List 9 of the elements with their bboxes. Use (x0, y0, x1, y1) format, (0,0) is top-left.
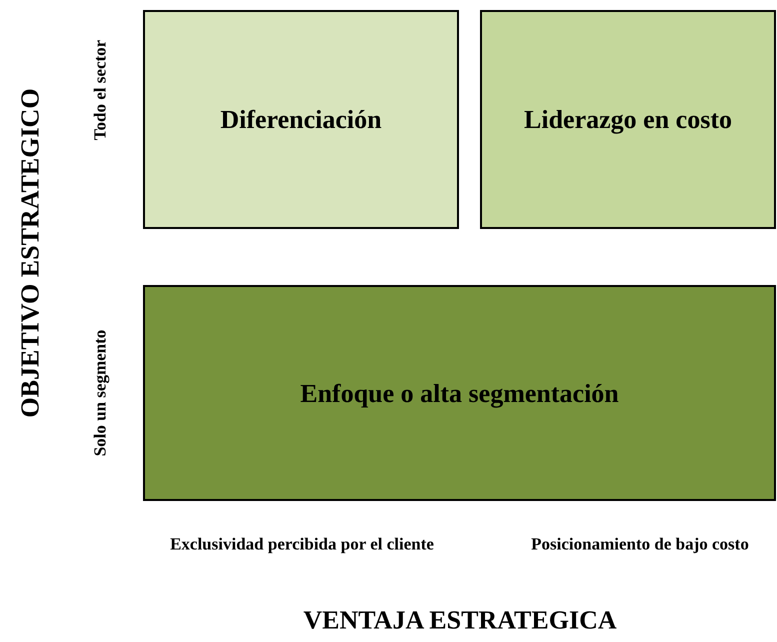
axis-label: Solo un segmento (89, 328, 110, 458)
quadrant-box: Diferenciación (143, 10, 459, 229)
axis-title: VENTAJA ESTRATEGICA (302, 604, 618, 636)
axis-label: Exclusividad percibida por el cliente (169, 534, 435, 556)
quadrant-box: Enfoque o alta segmentación (143, 285, 776, 501)
axis-label: Todo el sector (89, 38, 110, 142)
axis-title: OBJETIVO ESTRATEGICO (14, 87, 46, 420)
quadrant-box: Liderazgo en costo (480, 10, 776, 229)
axis-label: Posicionamiento de bajo costo (530, 534, 750, 556)
